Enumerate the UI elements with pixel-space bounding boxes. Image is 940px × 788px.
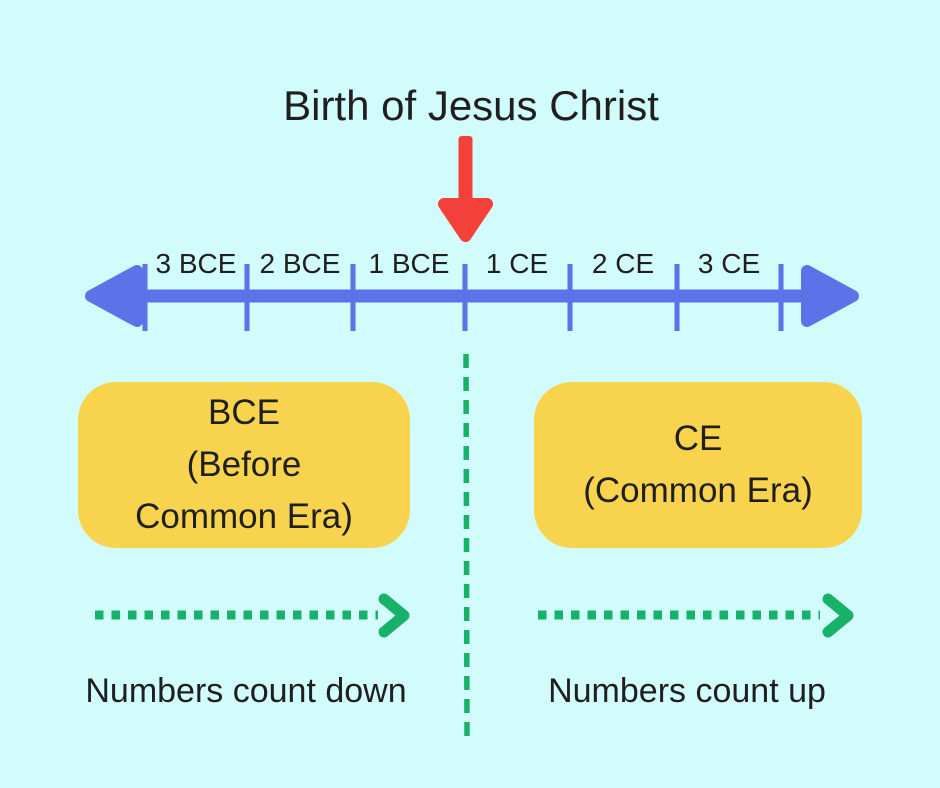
page-title: Birth of Jesus Christ (283, 82, 659, 129)
bce-direction-arrow-icon (95, 593, 410, 638)
tick-label-3ce: 3 CE (697, 248, 761, 279)
era-divider-dashed-line (463, 353, 470, 738)
bce-era-box: BCE (Before Common Era) (78, 382, 410, 548)
tick-label-2ce: 2 CE (591, 248, 655, 279)
tick-label-1bce: 1 BCE (368, 248, 450, 279)
red-down-arrow-icon (438, 136, 493, 242)
ce-direction-arrow-icon (538, 593, 854, 638)
timeline-axis (85, 264, 859, 331)
bce-box-line: BCE (208, 393, 280, 432)
tick-label-2bce: 2 BCE (259, 248, 341, 279)
tick-label-3bce: 3 BCE (155, 248, 237, 279)
ce-box-line: (Common Era) (583, 471, 813, 510)
ce-era-box: CE (Common Era) (534, 382, 862, 548)
timeline-ticks (142, 264, 784, 331)
bce-box-line: (Before (186, 445, 302, 484)
bce-count-caption: Numbers count down (85, 672, 407, 710)
timeline-arrow-right-icon (801, 265, 859, 327)
ce-count-caption: Numbers count up (548, 672, 826, 710)
bce-box-line: Common Era) (135, 497, 353, 536)
ce-box-line: CE (673, 419, 723, 458)
timeline-arrow-left-icon (85, 265, 143, 327)
tick-label-1ce: 1 CE (485, 248, 549, 279)
